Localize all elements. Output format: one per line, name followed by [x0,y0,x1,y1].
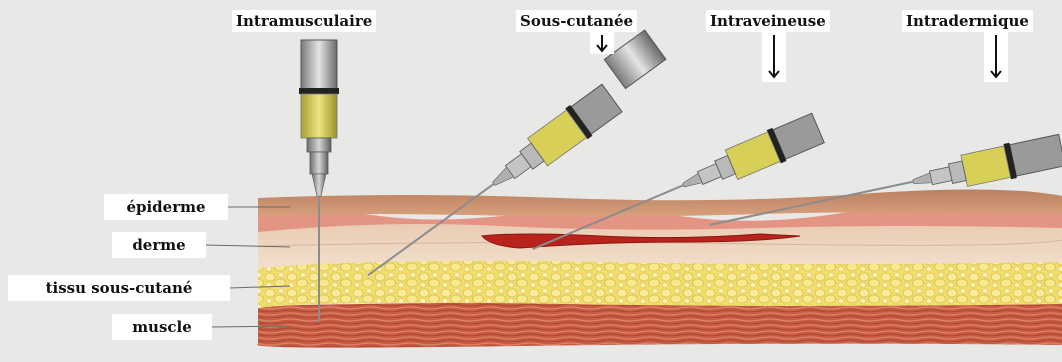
label-epidermis: épiderme [104,194,228,220]
label-subcutaneous: Sous-cutanée [516,10,637,32]
label-dermis: derme [112,232,206,258]
arrow-box-intravenous [762,32,786,82]
arrow-box-subcutaneous [590,32,614,54]
label-subcutaneous-tissue: tissu sous-cutané [8,275,230,301]
label-intradermal: Intradermique [902,10,1033,32]
down-arrow-icon [762,32,786,82]
label-muscle: muscle [112,314,212,340]
subcutaneous-layer [258,258,1062,308]
label-intravenous: Intraveineuse [706,10,830,32]
down-arrow-icon [984,32,1008,82]
label-intramuscular: Intramusculaire [232,10,376,32]
muscle-layer [257,300,1062,348]
arrow-box-intradermal [984,32,1008,82]
down-arrow-icon [590,32,614,54]
